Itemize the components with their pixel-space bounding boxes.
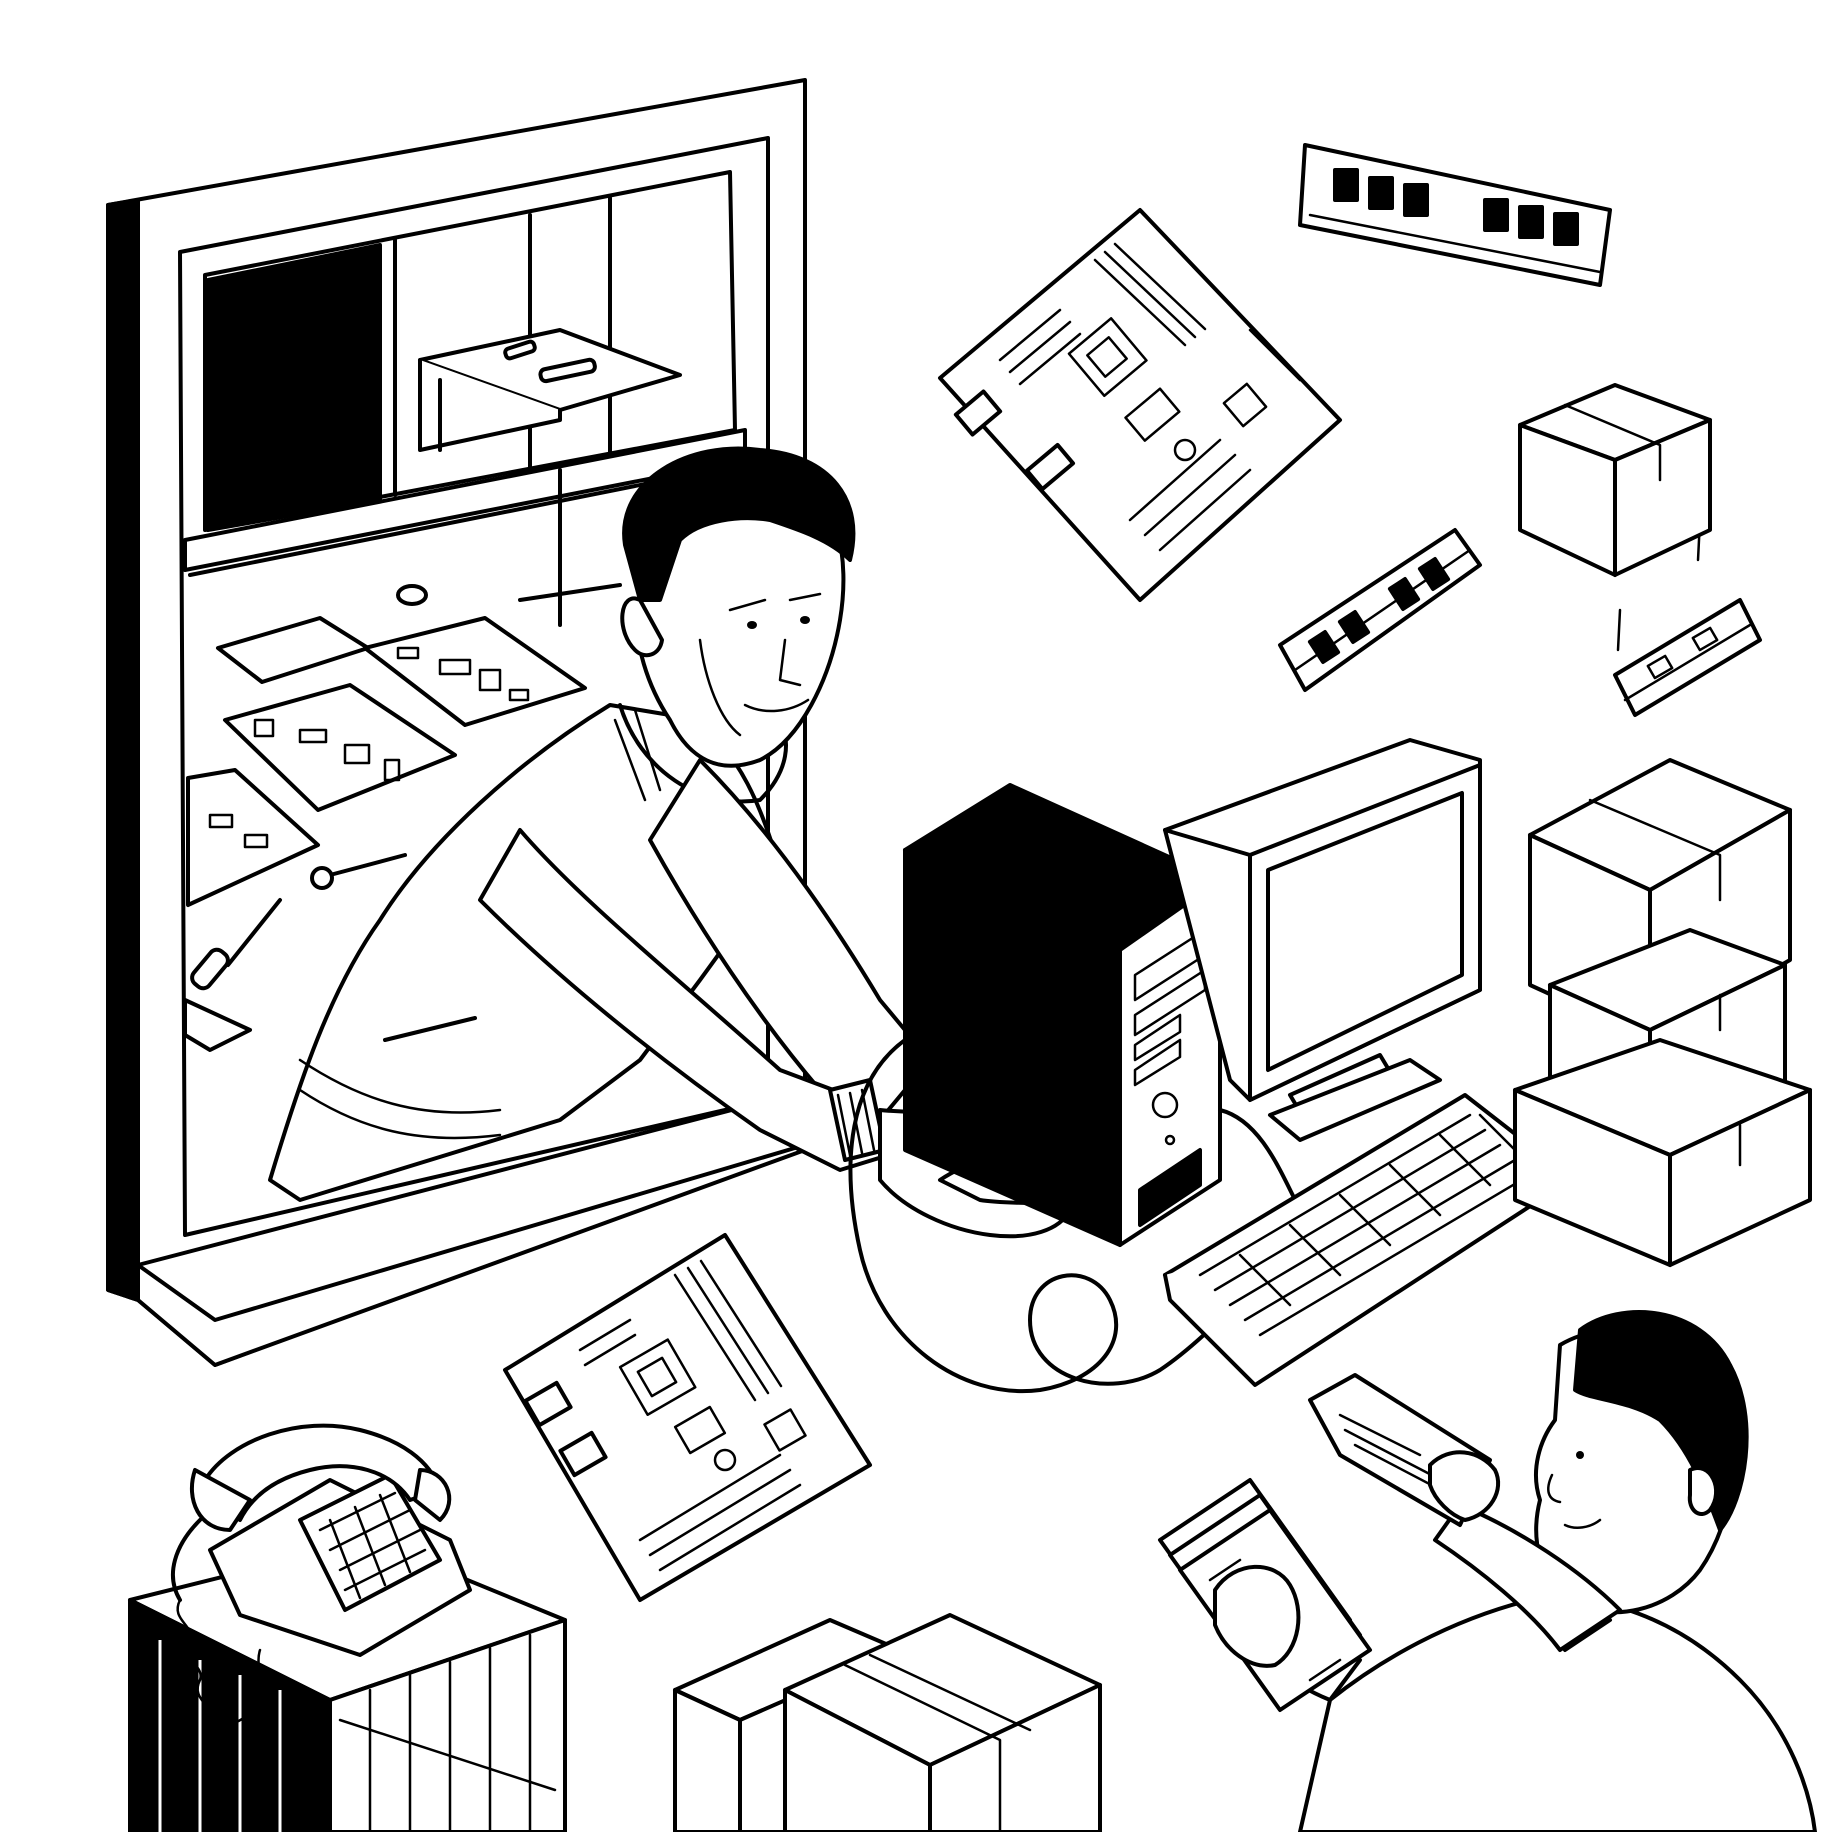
crt-monitor — [1163, 738, 1482, 1142]
cardboard-box — [1513, 1038, 1812, 1267]
customer — [1158, 1310, 1817, 1832]
technician — [268, 446, 1072, 1239]
ram-module — [1278, 528, 1482, 692]
bench-motherboard — [186, 768, 320, 907]
service-window — [106, 78, 807, 1367]
wrench-icon — [310, 853, 407, 890]
cardboard-box — [783, 1613, 1102, 1832]
computer-tower — [903, 783, 1222, 1247]
bench-motherboard — [363, 616, 587, 727]
workshop-bench — [183, 463, 742, 1052]
workshop-back-cabinet — [183, 170, 747, 572]
bench-motherboard — [223, 683, 457, 812]
keyboard — [1163, 1093, 1557, 1387]
ram-module — [1298, 143, 1612, 287]
cardboard-box — [1518, 383, 1712, 577]
motherboard — [938, 208, 1342, 602]
screwdriver-icon — [190, 898, 282, 991]
motherboard — [503, 1233, 872, 1602]
ram-module — [1613, 518, 1762, 717]
desk-telephone — [170, 1423, 472, 1726]
